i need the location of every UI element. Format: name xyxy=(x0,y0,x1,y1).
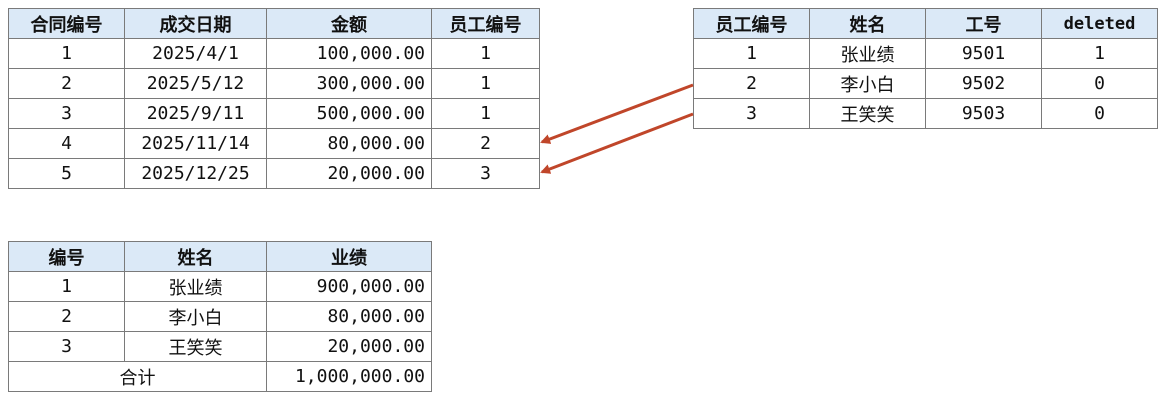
arrow-employee-3-to-contract-5 xyxy=(540,112,694,174)
table-row: 3 王笑笑 20,000.00 xyxy=(8,331,432,362)
table-cell: 2025/4/1 xyxy=(124,38,267,69)
table-cell: 9502 xyxy=(925,68,1042,99)
table-cell: 2025/12/25 xyxy=(124,158,267,189)
column-header: 工号 xyxy=(925,8,1042,39)
table-cell: 2 xyxy=(8,68,125,99)
table-row: 1 2025/4/1 100,000.00 1 xyxy=(8,38,540,69)
total-value: 1,000,000.00 xyxy=(266,361,432,392)
table-cell: 2 xyxy=(693,68,810,99)
table-cell: 0 xyxy=(1041,98,1158,129)
total-label: 合计 xyxy=(8,361,267,392)
table-row: 3 王笑笑 9503 0 xyxy=(693,98,1158,129)
table-header-row: 合同编号 成交日期 金额 员工编号 xyxy=(8,8,540,39)
table-cell: 1 xyxy=(693,38,810,69)
table-header-row: 员工编号 姓名 工号 deleted xyxy=(693,8,1158,39)
total-row: 合计 1,000,000.00 xyxy=(8,361,432,392)
column-header: 员工编号 xyxy=(693,8,810,39)
table-row: 1 张业绩 900,000.00 xyxy=(8,271,432,302)
arrow-employee-2-to-contract-4 xyxy=(540,83,694,144)
table-cell: 3 xyxy=(431,158,540,189)
column-header: deleted xyxy=(1041,8,1158,39)
employees-table: 员工编号 姓名 工号 deleted 1 张业绩 9501 1 2 李小白 95… xyxy=(693,8,1158,129)
table-cell: 李小白 xyxy=(124,301,267,332)
table-cell: 1 xyxy=(1041,38,1158,69)
table-row: 2 李小白 9502 0 xyxy=(693,68,1158,99)
table-cell: 王笑笑 xyxy=(124,331,267,362)
table-row: 2 2025/5/12 300,000.00 1 xyxy=(8,68,540,99)
table-cell: 3 xyxy=(693,98,810,129)
table-row: 1 张业绩 9501 1 xyxy=(693,38,1158,69)
table-cell: 80,000.00 xyxy=(266,128,432,159)
table-cell: 4 xyxy=(8,128,125,159)
table-row: 2 李小白 80,000.00 xyxy=(8,301,432,332)
table-row: 5 2025/12/25 20,000.00 3 xyxy=(8,158,540,189)
table-cell: 3 xyxy=(8,98,125,129)
table-cell: 5 xyxy=(8,158,125,189)
table-cell: 0 xyxy=(1041,68,1158,99)
column-header: 业绩 xyxy=(266,241,432,272)
summary-table: 编号 姓名 业绩 1 张业绩 900,000.00 2 李小白 80,000.0… xyxy=(8,241,432,392)
table-cell: 2 xyxy=(431,128,540,159)
table-header-row: 编号 姓名 业绩 xyxy=(8,241,432,272)
table-cell: 1 xyxy=(8,38,125,69)
contracts-table: 合同编号 成交日期 金额 员工编号 1 2025/4/1 100,000.00 … xyxy=(8,8,540,189)
table-cell: 2025/5/12 xyxy=(124,68,267,99)
table-cell: 张业绩 xyxy=(124,271,267,302)
table-cell: 1 xyxy=(431,68,540,99)
column-header: 员工编号 xyxy=(431,8,540,39)
column-header: 合同编号 xyxy=(8,8,125,39)
table-cell: 2 xyxy=(8,301,125,332)
table-cell: 1 xyxy=(8,271,125,302)
table-cell: 20,000.00 xyxy=(266,331,432,362)
column-header: 姓名 xyxy=(124,241,267,272)
table-cell: 王笑笑 xyxy=(809,98,926,129)
table-cell: 300,000.00 xyxy=(266,68,432,99)
table-cell: 2025/11/14 xyxy=(124,128,267,159)
table-cell: 500,000.00 xyxy=(266,98,432,129)
table-row: 4 2025/11/14 80,000.00 2 xyxy=(8,128,540,159)
column-header: 编号 xyxy=(8,241,125,272)
table-cell: 900,000.00 xyxy=(266,271,432,302)
column-header: 姓名 xyxy=(809,8,926,39)
